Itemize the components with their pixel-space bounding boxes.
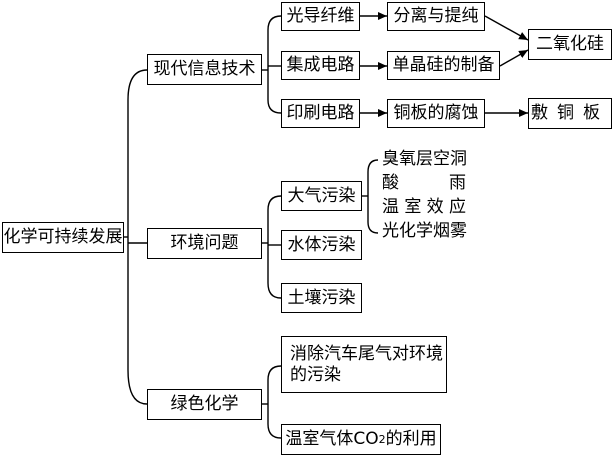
branch3-brace [267,365,282,439]
integrated-circuit-box: 集成电路 [281,51,360,80]
effect-acid-rain: 酸雨 [382,175,466,192]
branch-it: 现代信息技术 [147,54,262,85]
arrow-to-silica-1 [484,15,529,41]
branch-green: 绿色化学 [147,389,262,420]
printed-circuit-box: 印刷电路 [281,99,360,128]
greenhouse-char-2: 室 [404,197,422,217]
co2-label-pre: 温室气体CO [285,429,379,450]
silicon-prep-box: 单晶硅的制备 [387,51,500,80]
greenhouse-char-3: 效 [426,197,444,217]
acid-rain-char-1: 酸 [382,173,399,193]
exhaust-pollution-box: 消除汽车尾气对环境的污染 [281,336,447,393]
branch-environment: 环境问题 [147,228,262,259]
greenhouse-char-4: 应 [448,197,466,217]
silica-box: 二氧化硅 [528,29,612,60]
copper-etch-box: 铜板的腐蚀 [387,99,485,128]
separation-box: 分离与提纯 [387,2,485,31]
effect-greenhouse: 温室效应 [382,199,466,216]
soil-pollution-box: 土壤污染 [281,283,362,313]
copper-clad-box: 敷铜板 [528,98,612,129]
branch2-brace [267,195,282,299]
optical-fiber-box: 光导纤维 [281,2,360,31]
co2-label-sub: 2 [378,432,386,446]
greenhouse-char-1: 温 [382,197,399,217]
branch1-brace [267,15,282,114]
air-pollution-box: 大气污染 [281,181,362,211]
water-pollution-box: 水体污染 [281,230,362,260]
co2-label-post: 的利用 [385,429,437,450]
effects-brace [367,159,379,234]
effect-photochemical-smog: 光化学烟雾 [382,221,467,241]
root-box: 化学可持续发展 [2,222,124,253]
effect-ozone-hole: 臭氧层空洞 [382,149,467,169]
arrow-to-silica-2 [499,49,529,67]
acid-rain-char-2: 雨 [449,173,466,193]
root-brace [127,69,148,405]
